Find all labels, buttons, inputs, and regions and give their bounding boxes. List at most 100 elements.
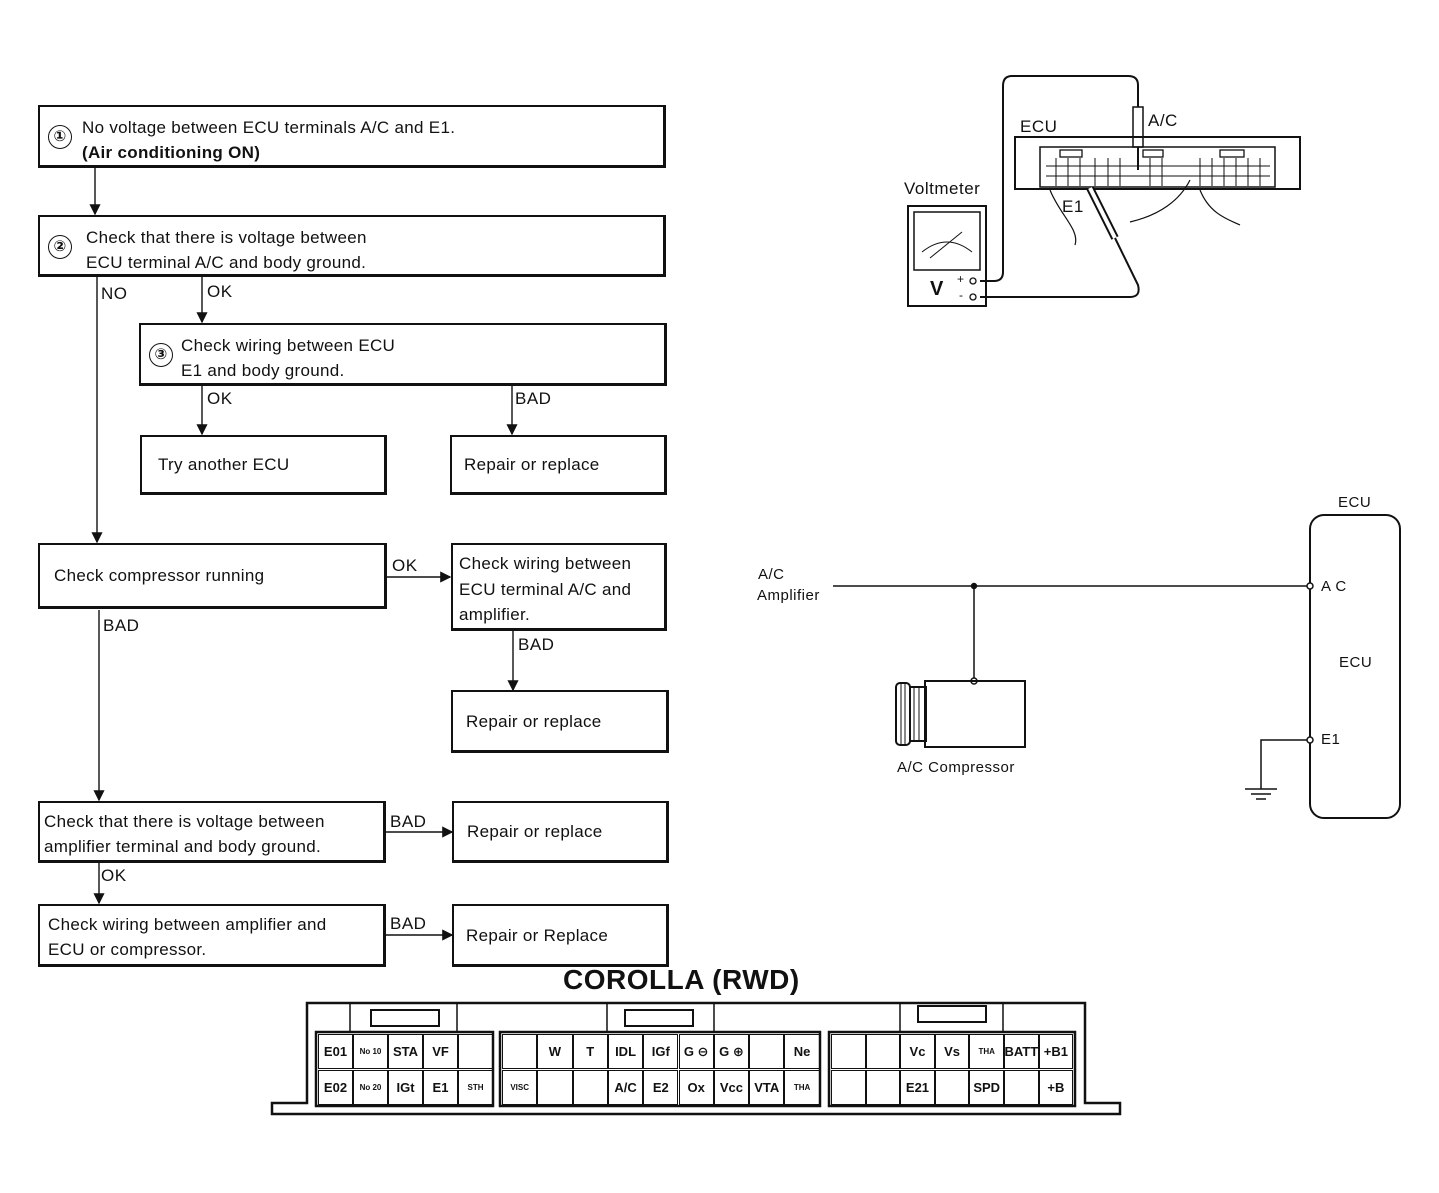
step1-text: No voltage between ECU terminals A/C and… xyxy=(82,118,456,137)
compressor-label: A/C Compressor xyxy=(897,759,1015,776)
connector-pin: No 20 xyxy=(353,1070,388,1105)
compressor-text: Check compressor running xyxy=(54,566,265,585)
ac-pin-label: A C xyxy=(1321,578,1347,595)
connector-pin: E01 xyxy=(318,1034,353,1069)
label-ok-voltage-amp: OK xyxy=(101,866,127,885)
connector-pin xyxy=(458,1034,493,1069)
connector-pin: Ne xyxy=(784,1034,820,1069)
connector-pin: Ox xyxy=(678,1070,714,1105)
ecu-mid-label: ECU xyxy=(1339,654,1373,671)
label-bad-step3: BAD xyxy=(515,389,552,408)
wiring-final-box: Check wiring between amplifier and ECU o… xyxy=(38,904,386,967)
connector-pin: STA xyxy=(388,1034,423,1069)
connector-pin: E02 xyxy=(318,1070,353,1105)
repair-text-3: Repair or replace xyxy=(467,822,603,841)
connector-pin: VTA xyxy=(749,1070,785,1105)
compressor-box: Check compressor running xyxy=(38,543,387,609)
step3-line1: Check wiring between ECU xyxy=(181,336,396,355)
connector-pin: G ⊖ xyxy=(678,1034,714,1069)
connector-pin: SPD xyxy=(969,1070,1004,1105)
connector-pin: Vc xyxy=(900,1034,935,1069)
connector-pin: IDL xyxy=(607,1034,644,1069)
try-another-ecu-box: Try another ECU xyxy=(140,435,387,495)
connector-pin xyxy=(572,1070,608,1105)
voltage-amp-box: Check that there is voltage between ampl… xyxy=(38,801,386,863)
step3-line2: E1 and body ground. xyxy=(181,361,345,380)
step2-box: ② Check that there is voltage between EC… xyxy=(38,215,666,277)
amplifier-label-line1: A/C xyxy=(758,566,785,583)
connector-pin: BATT xyxy=(1004,1034,1039,1069)
repair-box-1: Repair or replace xyxy=(450,435,667,495)
connector-pin: +B xyxy=(1038,1070,1074,1105)
connector-pin: Vcc xyxy=(713,1070,750,1105)
meter-ac-label: A/C xyxy=(1148,111,1178,130)
connector-pin: W xyxy=(537,1034,573,1069)
voltage-amp-line1: Check that there is voltage between xyxy=(44,812,325,831)
label-bad-voltage-amp: BAD xyxy=(390,812,427,831)
label-no: NO xyxy=(101,284,128,303)
meter-ecu-label: ECU xyxy=(1020,117,1058,136)
wiring-amp-line3: amplifier. xyxy=(459,605,531,624)
step3-box: ③ Check wiring between ECU E1 and body g… xyxy=(139,323,667,386)
voltmeter-minus: - xyxy=(959,288,964,302)
connector-pin: E1 xyxy=(423,1070,458,1105)
wiring-amp-line1: Check wiring between xyxy=(459,554,632,573)
step1-box: ① No voltage between ECU terminals A/C a… xyxy=(38,105,666,168)
voltage-amp-line2: amplifier terminal and body ground. xyxy=(44,837,321,856)
connector-pin xyxy=(537,1070,573,1105)
connector-pin xyxy=(831,1034,866,1069)
step2-line1: Check that there is voltage between xyxy=(86,228,367,247)
connector-pin: No 10 xyxy=(353,1034,388,1069)
connector-pin: Vs xyxy=(934,1034,970,1069)
repair-box-4: Repair or Replace xyxy=(452,904,669,967)
repair-text-1: Repair or replace xyxy=(464,455,600,474)
step2-line2: ECU terminal A/C and body ground. xyxy=(86,253,367,272)
voltmeter-v-label: V xyxy=(930,278,944,300)
ac-pin-terminal xyxy=(1306,582,1314,590)
connector-pin: THA xyxy=(784,1070,820,1105)
connector-pin: STH xyxy=(458,1070,493,1105)
ecu-housing xyxy=(1014,136,1301,190)
step1-note: (Air conditioning ON) xyxy=(82,143,261,162)
connector-pin: G ⊕ xyxy=(713,1034,750,1069)
step1-number: ① xyxy=(48,125,72,149)
step2-number: ② xyxy=(48,235,72,259)
connector-title: COROLLA (RWD) xyxy=(563,964,800,995)
connector-pin: VF xyxy=(423,1034,458,1069)
label-bad-wiring-final: BAD xyxy=(390,914,427,933)
connector-pin: T xyxy=(572,1034,608,1069)
label-bad-wiring-amp: BAD xyxy=(518,635,555,654)
connector-pin xyxy=(865,1034,901,1069)
amplifier-label-line2: Amplifier xyxy=(757,587,820,604)
repair-box-2: Repair or replace xyxy=(451,690,669,753)
wiring-amp-box: Check wiring between ECU terminal A/C an… xyxy=(451,543,667,631)
connector-pin: THA xyxy=(969,1034,1004,1069)
connector-pin xyxy=(865,1070,901,1105)
connector-pin: A/C xyxy=(607,1070,644,1105)
connector-pin xyxy=(502,1034,538,1069)
connector-pin xyxy=(749,1034,785,1069)
label-bad-compressor: BAD xyxy=(103,616,140,635)
voltmeter-plus: + xyxy=(957,272,965,286)
wiring-final-line2: ECU or compressor. xyxy=(48,940,207,959)
connector-pin: E21 xyxy=(900,1070,935,1105)
connector-pin: IGt xyxy=(388,1070,423,1105)
repair-text-4: Repair or Replace xyxy=(466,925,609,945)
wiring-amp-line2: ECU terminal A/C and xyxy=(459,579,632,599)
connector-pin: E2 xyxy=(643,1070,679,1105)
repair-text-2: Repair or replace xyxy=(466,711,602,731)
wiring-final-line1: Check wiring between amplifier and xyxy=(48,915,327,934)
ecu-top-label: ECU xyxy=(1338,494,1372,511)
meter-e1-label: E1 xyxy=(1062,197,1084,216)
label-ok-step3: OK xyxy=(207,389,233,408)
connector-pin: IGf xyxy=(643,1034,679,1069)
label-ok-step2: OK xyxy=(207,282,233,301)
connector-pin xyxy=(1004,1070,1039,1105)
connector-pin xyxy=(831,1070,866,1105)
e1-pin-label: E1 xyxy=(1321,731,1341,748)
ecu-block xyxy=(1309,514,1401,819)
try-another-ecu-text: Try another ECU xyxy=(158,455,290,474)
